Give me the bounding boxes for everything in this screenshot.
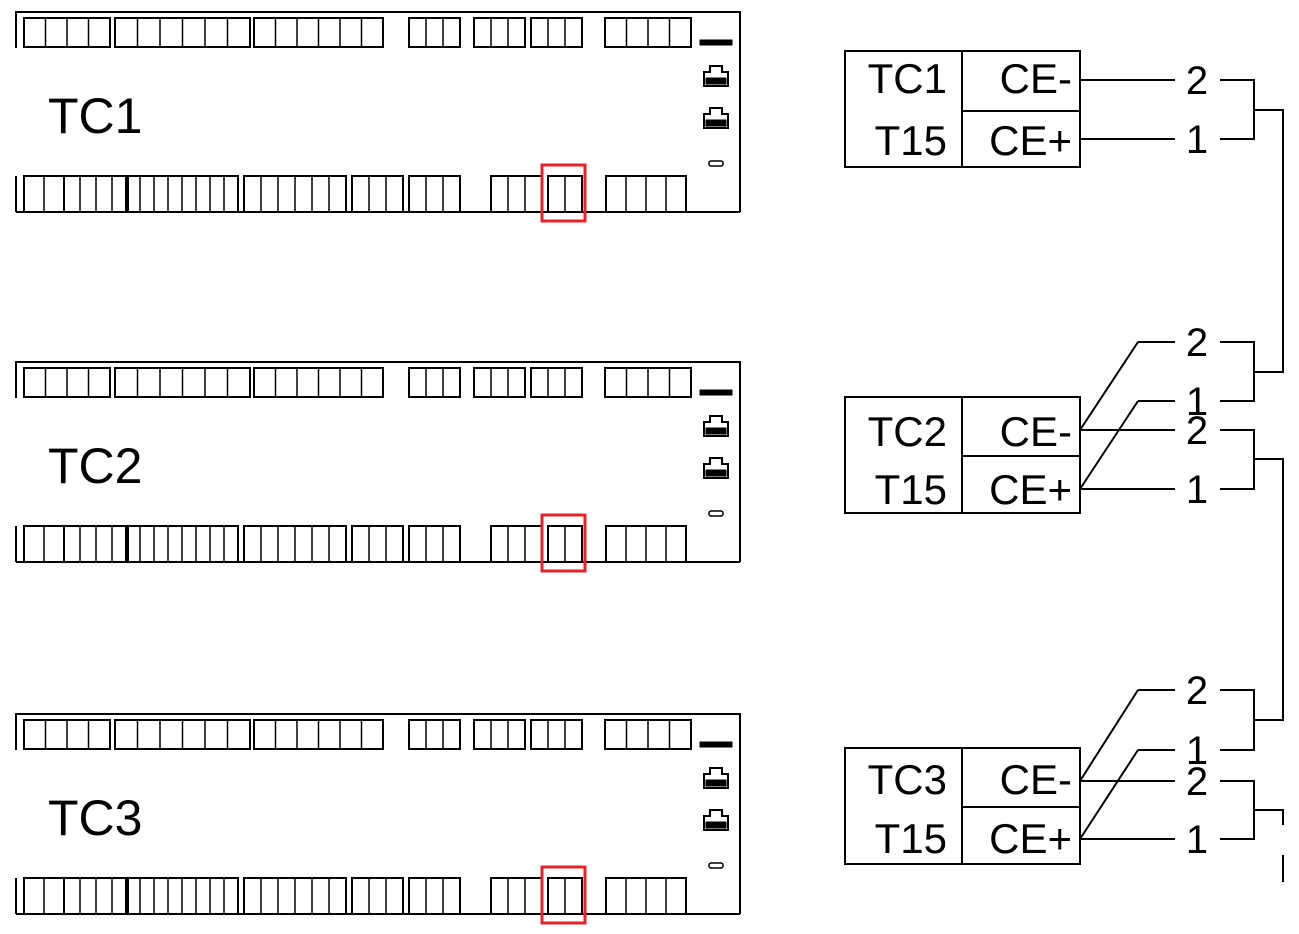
ethernet-port-icon <box>703 107 729 129</box>
controller-body <box>15 713 741 915</box>
usb-port-icon <box>699 39 733 46</box>
terminal-table-tc2 <box>844 396 1081 514</box>
ce-plus-label: CE+ <box>989 815 1072 862</box>
wire-number-2: 2 <box>1186 321 1208 365</box>
controller-tc2: TC2 <box>15 361 741 573</box>
controller-label: TC3 <box>48 790 142 846</box>
ethernet-pins <box>705 77 727 85</box>
terminal-block <box>408 175 461 213</box>
terminal-block <box>530 719 583 750</box>
mini-port-icon <box>708 862 724 869</box>
ethernet-pins <box>705 821 727 829</box>
table-controller-name: TC1 <box>868 55 947 102</box>
wire-number-1: 1 <box>1186 818 1208 862</box>
ethernet-pins <box>705 427 727 435</box>
ethernet-pins <box>705 119 727 127</box>
wire-number-2: 2 <box>1186 669 1208 713</box>
terminal-block <box>408 525 461 563</box>
controller-body <box>15 11 741 213</box>
ethernet-port-icon <box>703 809 729 831</box>
ce-plus-label: CE+ <box>989 466 1072 513</box>
table-terminal-name: T15 <box>875 815 947 862</box>
wire-number-1: 1 <box>1186 468 1208 512</box>
terminal-block <box>473 719 526 750</box>
ce-minus-label: CE- <box>1000 408 1072 455</box>
terminal-table-tc3 <box>844 747 1081 865</box>
terminal-block <box>408 877 461 915</box>
terminal-block <box>473 367 526 398</box>
mini-port-icon <box>708 160 724 167</box>
controller-housing <box>15 361 741 562</box>
mini-port-icon <box>708 510 724 517</box>
terminal-block <box>490 525 543 563</box>
terminal-block <box>408 17 461 48</box>
controller-housing <box>15 11 741 212</box>
highlighted-terminal <box>540 163 587 223</box>
ethernet-pins <box>705 779 727 787</box>
terminal-block <box>351 877 404 915</box>
terminal-block <box>490 175 543 213</box>
terminal-table-tc1 <box>844 50 1081 168</box>
controller-tc3: TC3 <box>15 713 741 925</box>
controller-tc1: TC1 <box>15 11 741 223</box>
wire-number-2: 2 <box>1186 760 1208 804</box>
controller-label: TC2 <box>48 438 142 494</box>
ce-minus-label: CE- <box>1000 756 1072 803</box>
terminal-block <box>530 367 583 398</box>
ethernet-port-icon <box>703 767 729 789</box>
table-controller-name: TC2 <box>868 408 947 455</box>
usb-port-icon <box>699 389 733 396</box>
ethernet-pins <box>705 469 727 477</box>
ce-minus-label: CE- <box>1000 55 1072 102</box>
table-terminal-name: T15 <box>875 117 947 164</box>
wire-number-1: 1 <box>1186 380 1208 424</box>
highlighted-terminal <box>540 865 587 925</box>
wire-number-2: 2 <box>1186 59 1208 103</box>
terminal-block <box>473 17 526 48</box>
ethernet-port-icon <box>703 415 729 437</box>
controller-body <box>15 361 741 563</box>
usb-port-icon <box>699 741 733 748</box>
controller-housing <box>15 713 741 914</box>
highlighted-terminal <box>540 513 587 573</box>
terminal-block <box>408 719 461 750</box>
ethernet-port-icon <box>703 457 729 479</box>
ethernet-port-icon <box>703 65 729 87</box>
terminal-block <box>408 367 461 398</box>
wire-number-2: 2 <box>1186 409 1208 453</box>
terminal-block <box>490 877 543 915</box>
wiring <box>1079 79 1284 882</box>
wire-number-1: 1 <box>1186 729 1208 773</box>
terminal-block <box>530 17 583 48</box>
table-terminal-name: T15 <box>875 466 947 513</box>
terminal-block <box>351 525 404 563</box>
controller-label: TC1 <box>48 88 142 144</box>
terminal-block <box>351 175 404 213</box>
wire-number-1: 1 <box>1186 118 1208 162</box>
table-controller-name: TC3 <box>868 756 947 803</box>
ce-plus-label: CE+ <box>989 117 1072 164</box>
